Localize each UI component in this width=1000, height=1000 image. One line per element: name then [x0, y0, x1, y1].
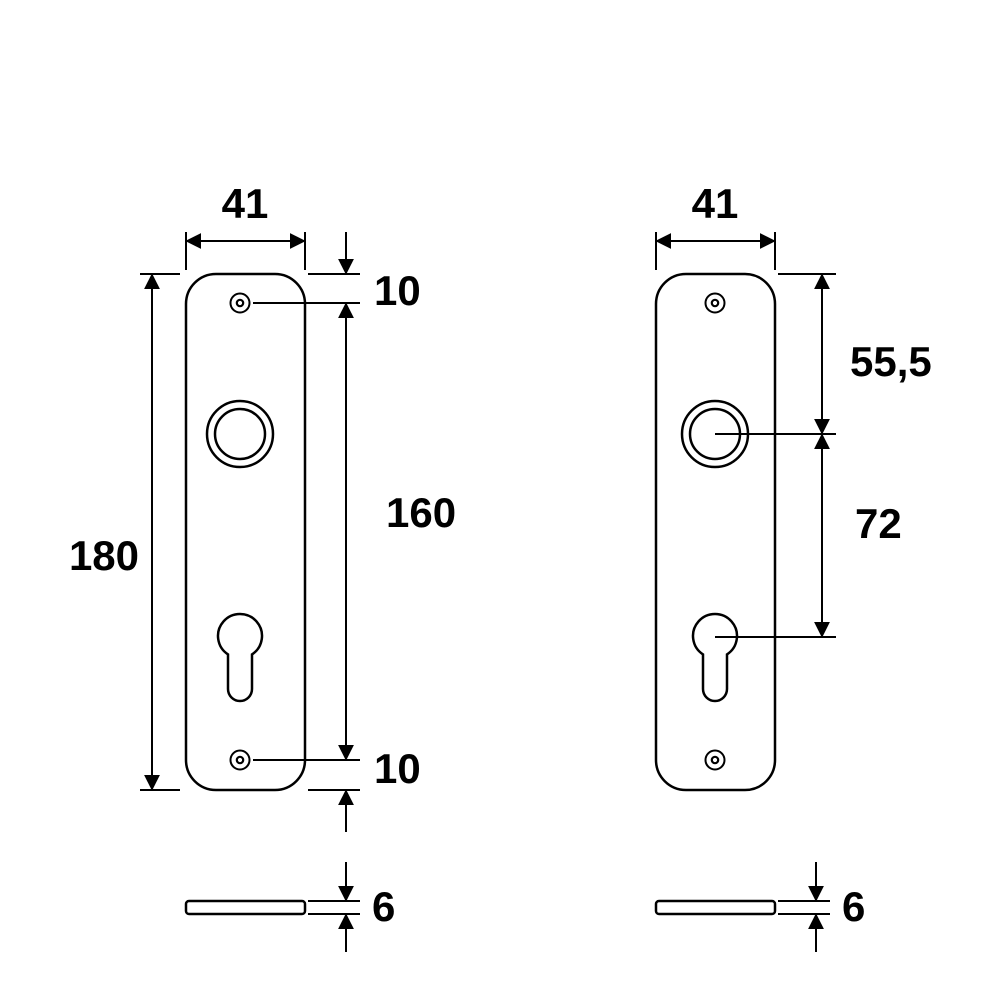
- left-height-label: 180: [69, 532, 139, 579]
- right-plate-body: [654, 272, 777, 792]
- left-screw-spacing-label: 160: [386, 489, 456, 536]
- left-bottom-offset-label: 10: [374, 745, 421, 792]
- left-plate-body: [184, 272, 307, 792]
- left-cylinder-keyhole: [216, 612, 264, 703]
- left-width-label: 41: [222, 180, 269, 227]
- right-plate-side-view: [654, 899, 777, 916]
- left-top-offset-label: 10: [374, 267, 421, 314]
- right-top-to-handle-label: 55,5: [850, 338, 932, 385]
- right-offset-dimensions: 55,5 72: [715, 273, 932, 638]
- right-top-screw-hole: [704, 292, 726, 314]
- left-top-screw-hole: [229, 292, 251, 314]
- left-thickness-dimension: 6: [308, 862, 395, 952]
- left-handle-hole: [205, 399, 275, 469]
- left-plate-front-view: [184, 272, 307, 792]
- left-thickness-label: 6: [372, 883, 395, 930]
- left-bottom-screw-hole: [229, 749, 251, 771]
- left-plate-side-view: [184, 899, 307, 916]
- right-handle-to-cylinder-label: 72: [855, 500, 902, 547]
- right-width-dimension: 41: [655, 180, 776, 270]
- right-plate-front-view: [654, 272, 777, 792]
- left-width-dimension: 41: [185, 180, 306, 270]
- right-thickness-label: 6: [842, 883, 865, 930]
- right-thickness-dimension: 6: [778, 862, 865, 952]
- left-height-dimension: 180: [69, 273, 180, 791]
- right-width-label: 41: [692, 180, 739, 227]
- left-screw-spacing-dimensions: 10 160 10: [253, 232, 456, 832]
- right-bottom-screw-hole: [704, 749, 726, 771]
